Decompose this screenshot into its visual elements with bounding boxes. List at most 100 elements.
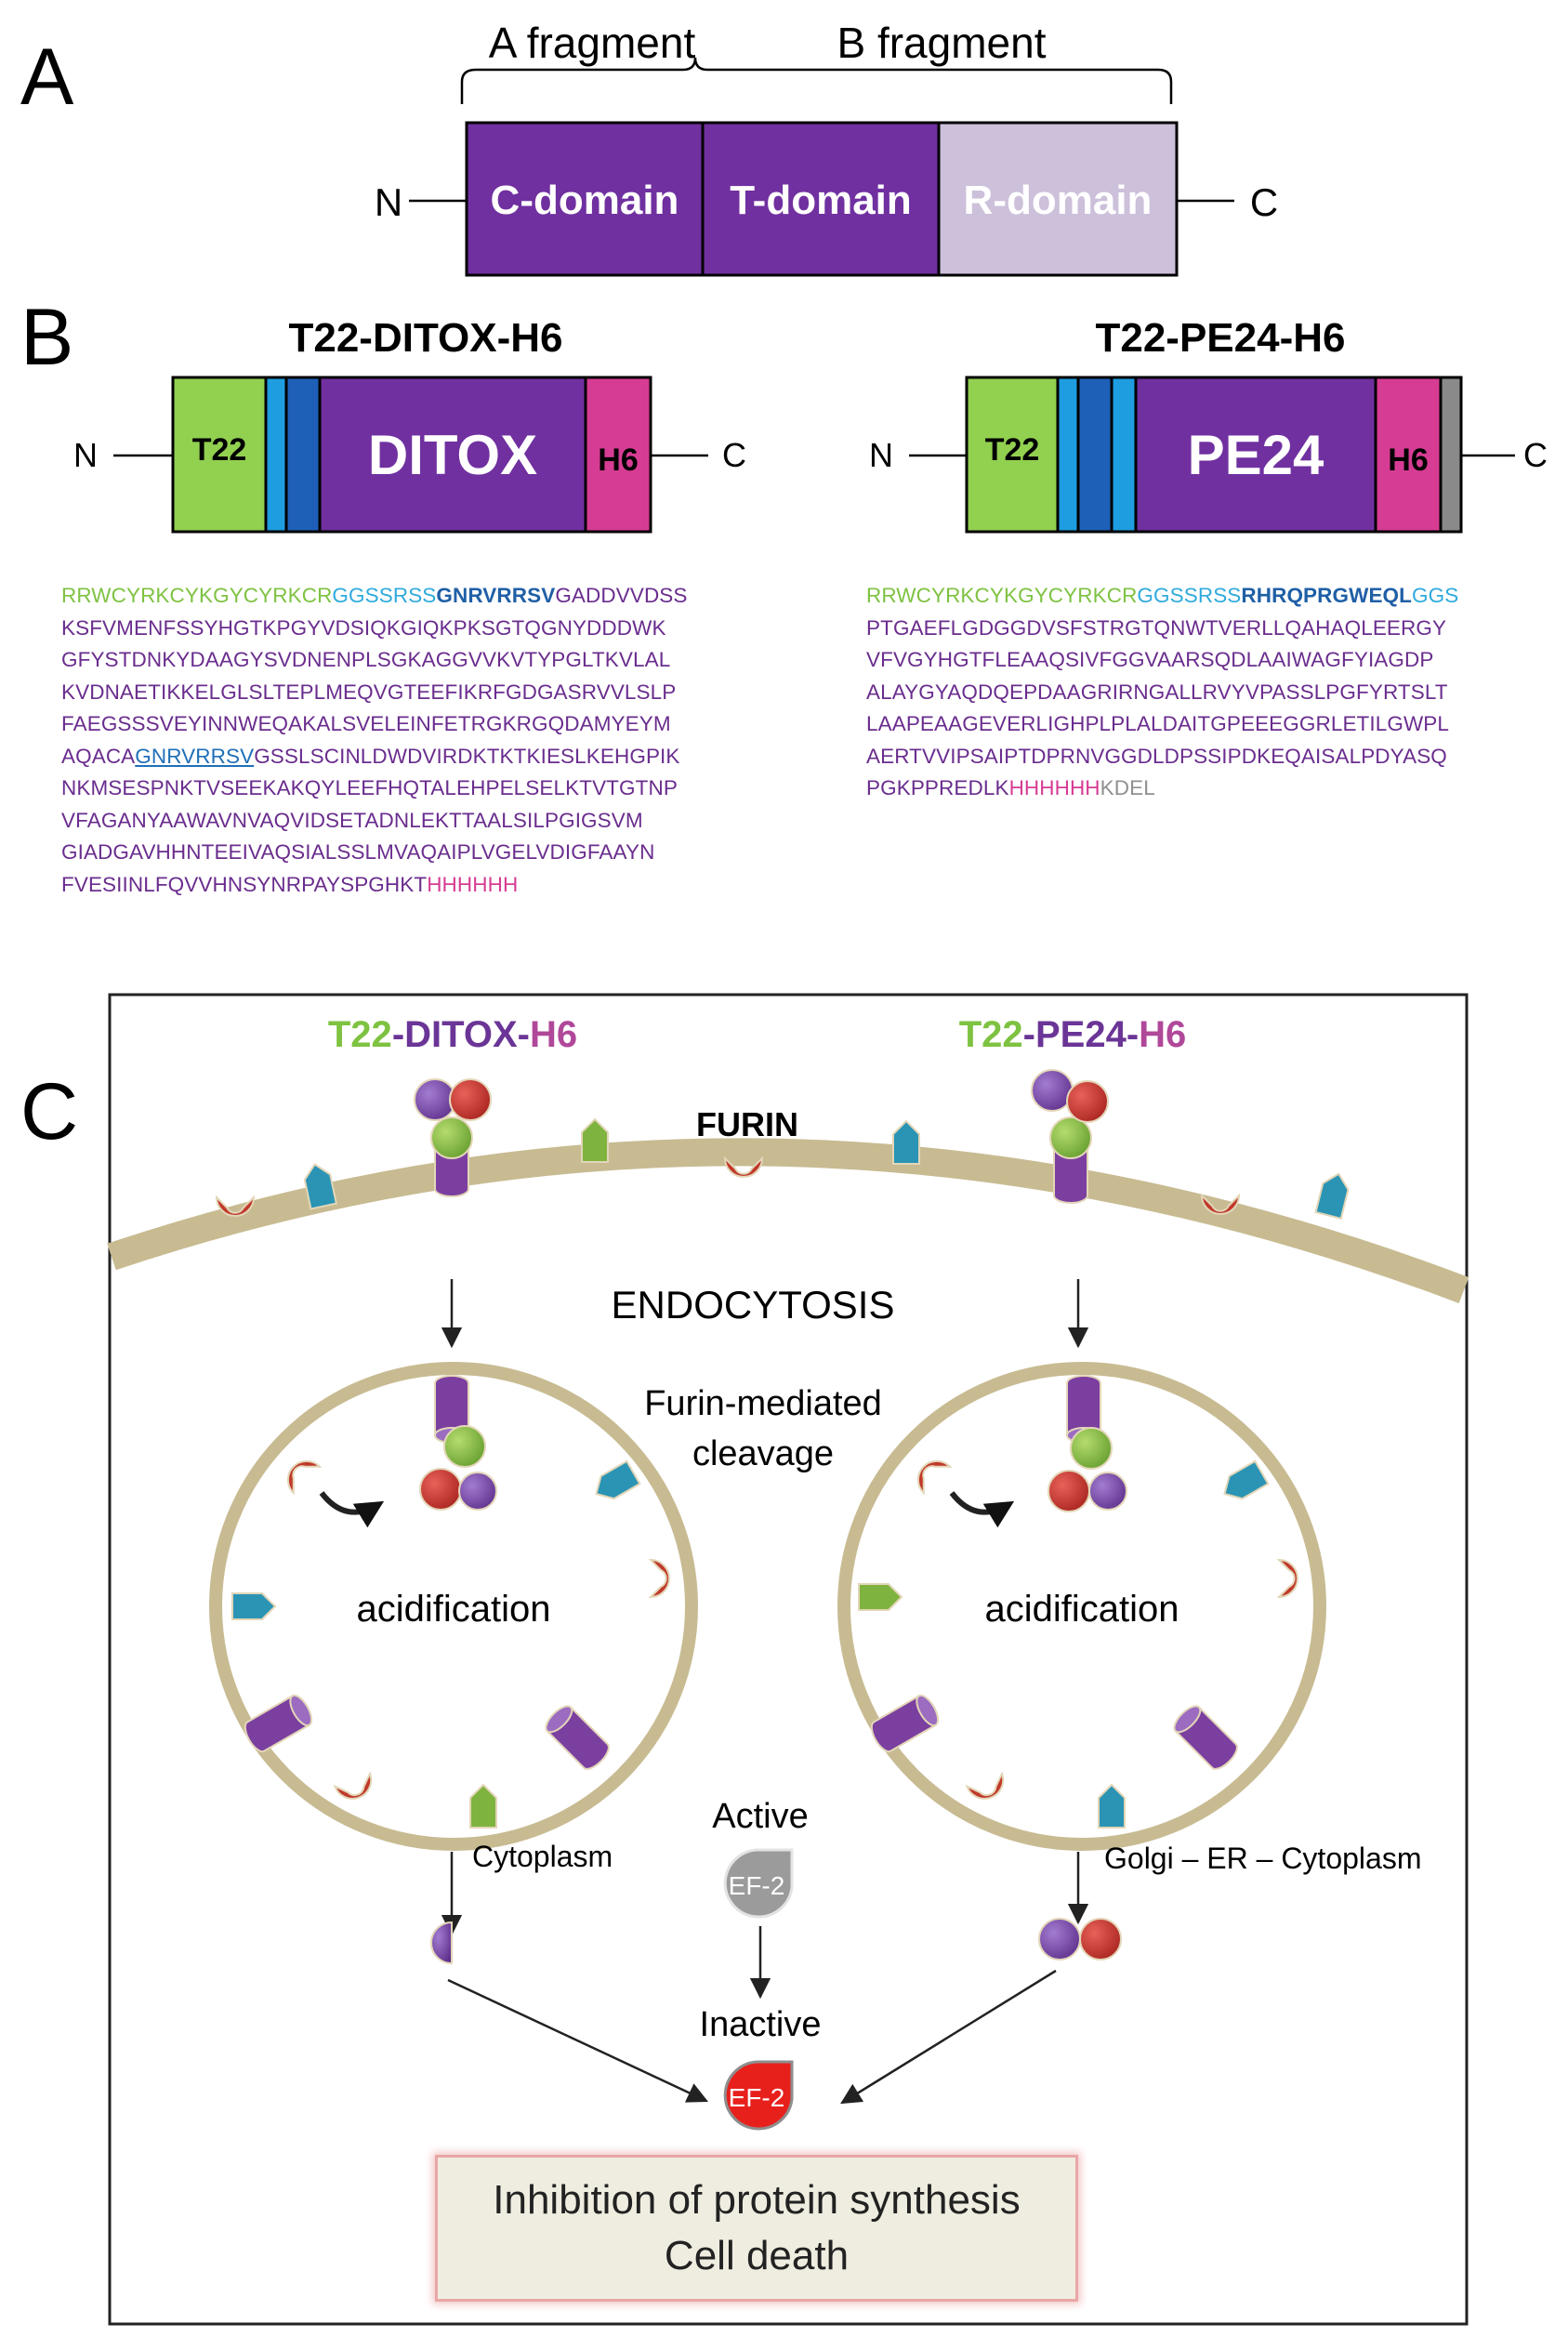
sequence-segment: RHRQPRGWEQL [1241,584,1413,607]
left-bound-toxin [414,1078,492,1197]
pe24-body-box [1134,376,1377,534]
sequence-segment: KDEL [1100,776,1155,799]
sequence-segment: GSSLSCINLDWDVIRDKTKTKIESLKEHGPIK [254,744,680,768]
cleavage-arrow-left [319,1491,385,1528]
cleavage-label-line2: cleavage [692,1434,834,1473]
sequence-segment: FVESIINLFQVVHNSYNRPAYSPGHKT [61,872,428,896]
sequence-segment: GNRVRRSV [436,584,556,607]
ditox-c-terminus: C [722,436,746,474]
pe24-h6-label: H6 [1388,442,1428,478]
sequence-segment: RRWCYRKCYKGYCYRKCR [866,584,1138,607]
ditox-t22-label: T22 [192,432,247,468]
right-endosome [837,1362,1326,1851]
sequence-segment: PGKPPREDLK [866,776,1009,799]
sequence-line: KVDNAETIKKELGLSLTEPLMEQVGTEEFIKRFGDGASRV… [61,677,688,709]
r-domain-box [937,121,1179,277]
pe24-body-label: PE24 [1188,424,1324,486]
sequence-line: VFVGYHGTFLEAAQSIVFGGVAARSQDLAAIWAGFYIAGD… [866,644,1458,677]
pe24-kdel-box [1439,376,1463,534]
result-line-2: Cell death [664,2233,850,2278]
sequence-line: LAAPEAAGEVERLIGHPLPLALDAITGPEEEGGRLETILG… [866,708,1458,741]
sequence-segment: GADDVVDSS [555,584,688,607]
panel-a-n-terminus: N [375,180,402,224]
c-domain-box [465,121,705,277]
right-construct-title: T22-PE24-H6 [959,1014,1187,1055]
pe24-catalytic-fragment [1038,1918,1122,1961]
sequence-segment: AQACA [61,744,136,768]
ef2-inactive-shape [723,2060,794,2131]
sequence-segment: GNRVRRSV [135,744,255,768]
sequence-segment: KSFVMENFSSYHGTKPGYVDSIQKGIQKPKSGTQGNYDDD… [61,615,666,640]
sequence-line: KSFVMENFSSYHGTKPGYVDSIQKGIQKPKSGTQGNYDDD… [61,613,688,645]
sequence-segment: VFVGYHGTFLEAAQSIVFGGVAARSQDLAAIWAGFYIAGD… [866,648,1434,671]
sequence-segment: LAAPEAAGEVERLIGHPLPLALDAITGPEEEGGRLETILG… [866,712,1450,735]
left-construct-title: T22-DITOX-H6 [328,1014,577,1055]
ditox-title: T22-DITOX-H6 [288,315,562,361]
sequence-line: PTGAEFLGDGGDVSFSTRGTQNWTVERLLQAHAQLEERGY [866,613,1458,645]
pe24-t22-label: T22 [985,432,1040,468]
ditox-n-terminus: N [73,436,98,474]
sequence-segment: HHHHHH [1008,776,1100,799]
sequence-line: RRWCYRKCYKGYCYRKCRGGSSRSSRHRQPRGWEQLGGS [866,580,1458,613]
sequence-segment: HHHHHH [427,872,519,896]
active-label: Active [712,1797,808,1836]
golgi-route-label: Golgi – ER – Cytoplasm [1104,1842,1421,1875]
t-domain-label: T-domain [730,178,912,223]
sequence-line: AERTVVIPSAIPTDPRNVGGDLDPSSIPDKEQAISALPDY… [866,741,1458,773]
sequence-segment: PTGAEFLGDGGDVSFSTRGTQNWTVERLLQAHAQLEERGY [866,615,1447,640]
fragment-brace [460,57,1173,104]
endocytosis-label: ENDOCYTOSIS [612,1283,895,1327]
sequence-line: AQACAGNRVRRSVGSSLSCINLDWDVIRDKTKTKIESLKE… [61,741,688,773]
sequence-segment: GGSSRSS [1137,584,1242,607]
cytoplasm-label: Cytoplasm [472,1840,613,1873]
ditox-body-label: DITOX [368,424,537,486]
left-endosome-toxin [419,1375,497,1511]
sequence-line: NKMSESPNKTVSEEKAKQYLEEFHQTALEHPELSELKTVT… [61,772,688,805]
sequence-segment: ALAYGYAQDQEPDAAGRIRNGALLRVYVPASSLPGFYRTS… [866,680,1448,704]
t-domain-box [701,121,941,277]
panel-label-a: A [20,33,74,122]
sequence-segment: RRWCYRKCYKGYCYRKCR [61,584,333,607]
ditox-sequence: RRWCYRKCYKGYCYRKCRGGSSRSSGNRVRRSVGADDVVD… [61,580,688,901]
right-bound-toxin [1031,1069,1109,1204]
sequence-line: FAEGSSSVEYINNWEQAKALSVELEINFETRGKRGQDAMY… [61,708,688,741]
sequence-line: ALAYGYAQDQEPDAAGRIRNGALLRVYVPASSLPGFYRTS… [866,677,1458,709]
panel-label-c: C [20,1067,78,1156]
left-endosome [209,1362,698,1851]
cleavage-label-line1: Furin-mediated [644,1384,882,1423]
inactive-label: Inactive [700,2005,822,2044]
b-fragment-label: B fragment [837,19,1047,67]
pe24-c-terminus: C [1523,436,1548,474]
sequence-line: GFYSTDNKYDAAGYSVDNENPLSGKAGGVVKVTYPGLTKV… [61,644,688,677]
sequence-segment: GGSSRSS [332,584,437,607]
sequence-segment: KVDNAETIKKELGLSLTEPLMEQVGTEEFIKRFGDGASRV… [61,680,677,704]
pe24-t22-box [965,376,1060,534]
panel-a-c-terminus: C [1250,180,1278,224]
panel-label-b: B [20,293,73,382]
sequence-segment: GIADGAVHHNTEEIVAQSIALSSLMVAQAIPLVGELVDIG… [61,840,655,864]
a-fragment-label: A fragment [489,19,696,67]
r-domain-label: R-domain [964,178,1153,223]
pe24-n-terminus: N [869,436,893,474]
sequence-line: RRWCYRKCYKGYCYRKCRGGSSRSSGNRVRRSVGADDVVD… [61,580,688,613]
ef2-active-shape [723,1848,794,1919]
sequence-line: GIADGAVHHNTEEIVAQSIALSSLMVAQAIPLVGELVDIG… [61,837,688,869]
sequence-line: PGKPPREDLKHHHHHHKDEL [866,772,1458,805]
ditox-body-box [318,376,587,534]
ditox-t22-box [171,376,268,534]
sequence-segment: GGS [1412,584,1459,607]
sequence-line: VFAGANYAAWAVNVAQVIDSETADNLEKTTAALSILPGIG… [61,805,688,838]
sequence-segment: NKMSESPNKTVSEEKAKQYLEEFHQTALEHPELSELKTVT… [61,776,678,799]
sequence-segment: FAEGSSSVEYINNWEQAKALSVELEINFETRGKRGQDAMY… [61,712,671,735]
pe24-title: T22-PE24-H6 [1095,315,1345,361]
ditox-h6-label: H6 [598,442,638,478]
furin-label: FURIN [696,1105,798,1143]
result-box: Inhibition of protein synthesis Cell dea… [435,2155,1078,2302]
sequence-segment: VFAGANYAAWAVNVAQVIDSETADNLEKTTAALSILPGIG… [61,808,643,832]
ditox-catalytic-fragment [430,1921,453,1965]
right-endosome-toxin [1048,1375,1127,1512]
c-domain-label: C-domain [491,178,679,223]
right-acidification-label: acidification [984,1589,1179,1630]
